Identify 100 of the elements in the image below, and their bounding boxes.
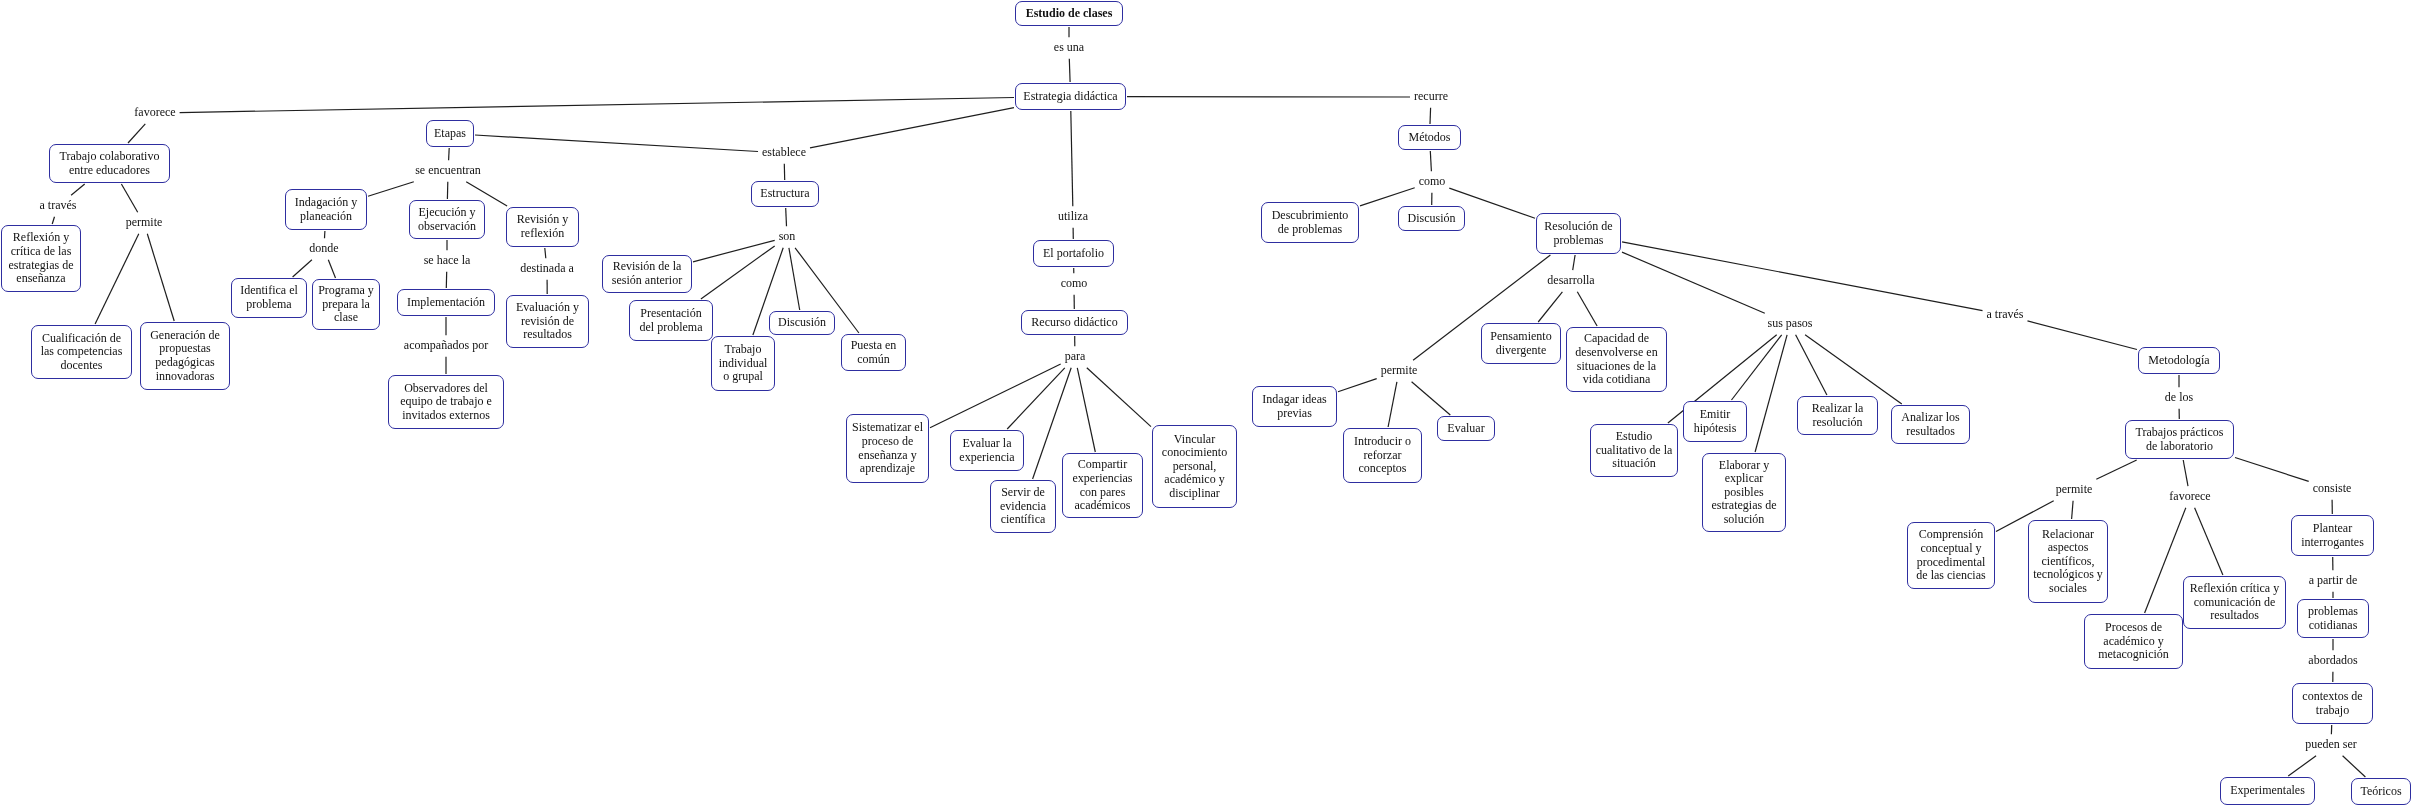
connector-line bbox=[544, 247, 547, 259]
connector-line bbox=[2144, 507, 2187, 614]
concept-box bbox=[2028, 520, 2108, 603]
connector-line bbox=[146, 233, 175, 322]
linking-phrase: se encuentran bbox=[415, 164, 481, 178]
connector-line bbox=[1667, 334, 1778, 424]
linking-phrase: favorece bbox=[2169, 490, 2211, 504]
connector-line bbox=[783, 163, 786, 181]
concept-box bbox=[2138, 347, 2220, 374]
concept-box bbox=[1481, 323, 1561, 364]
connector-line bbox=[1068, 58, 1071, 83]
connector-line bbox=[1754, 334, 1788, 453]
concept-box bbox=[2183, 576, 2286, 629]
connector-line bbox=[1086, 367, 1152, 428]
connector-line bbox=[809, 107, 1015, 149]
connector-line bbox=[2332, 671, 2334, 683]
concept-box bbox=[285, 189, 367, 230]
concept-box bbox=[1437, 416, 1495, 441]
concept-text: Trabajo colaborativo entre educadores bbox=[58, 149, 161, 178]
connector-line bbox=[292, 259, 313, 278]
connector-line bbox=[446, 181, 449, 200]
concept-box bbox=[1, 225, 81, 292]
connector-line bbox=[1076, 367, 1096, 453]
connector-line bbox=[2332, 638, 2334, 651]
concept-text: Reflexión crítica y comunicación de resultados bbox=[2188, 582, 2281, 623]
concept-text: Evaluar la experiencia bbox=[958, 436, 1016, 465]
concept-box bbox=[506, 295, 589, 348]
concept-text: Emitir hipótesis bbox=[1692, 407, 1738, 436]
connector-line bbox=[1572, 254, 1576, 271]
connector-line bbox=[692, 239, 776, 263]
linking-phrase: son bbox=[778, 230, 796, 244]
concept-text: Capacidad de desenvolverse en situaciones de la vida cotidiana bbox=[1574, 332, 1659, 387]
concept-text: Relacionar aspectos científicos, tecnológicos y sociales bbox=[2032, 527, 2104, 596]
connector-line bbox=[1730, 334, 1783, 401]
concept-text: Programa y prepara la clase bbox=[317, 284, 375, 325]
connector-line bbox=[1126, 96, 1411, 98]
connector-line bbox=[367, 181, 415, 197]
linking-phrase: acompañados por bbox=[403, 339, 489, 353]
concept-text: Pensamiento divergente bbox=[1489, 329, 1553, 358]
linking-phrase: donde bbox=[309, 242, 339, 256]
connector-line bbox=[445, 271, 448, 289]
concept-box bbox=[1566, 327, 1667, 392]
connector-line bbox=[1431, 192, 1433, 206]
concept-text: Compartir experiencias con pares académicos bbox=[1071, 458, 1134, 513]
concept-box bbox=[1891, 405, 1970, 444]
connector-line bbox=[127, 123, 146, 144]
connector-line bbox=[700, 245, 776, 300]
linking-phrase: favorece bbox=[134, 106, 176, 120]
connector-line bbox=[2178, 408, 2180, 420]
connector-line bbox=[179, 96, 1015, 114]
concept-text: Estrategia didáctica bbox=[1023, 89, 1118, 104]
connector-line bbox=[929, 363, 1062, 429]
concept-text: Estudio de clases bbox=[1025, 6, 1113, 21]
concept-box bbox=[2220, 777, 2315, 805]
connector-line bbox=[788, 247, 801, 311]
connector-line bbox=[1995, 500, 2055, 533]
linking-phrase: para bbox=[1064, 350, 1086, 364]
connector-line bbox=[120, 183, 139, 213]
linking-phrase: como bbox=[1418, 175, 1446, 189]
connector-line bbox=[794, 247, 860, 334]
concept-text: Presentación del problema bbox=[638, 306, 704, 335]
concept-text: Generación de propuestas pedagógicas innovadoras bbox=[149, 328, 221, 384]
connector-line bbox=[1804, 334, 1903, 405]
connector-line bbox=[94, 233, 140, 325]
concept-text: Implementación bbox=[407, 295, 485, 310]
concept-text: Estudio cualitativo de la situación bbox=[1594, 430, 1674, 471]
concept-box bbox=[1062, 453, 1143, 518]
connector-line bbox=[1621, 241, 1984, 312]
connector-line bbox=[1070, 110, 1074, 207]
concept-text: El portafolio bbox=[1043, 246, 1104, 261]
concept-box bbox=[1015, 1, 1123, 26]
concept-box bbox=[1152, 425, 1237, 508]
concept-box bbox=[2084, 614, 2183, 669]
concept-box bbox=[1252, 386, 1337, 427]
concept-text: Trabajo individual o grupal bbox=[717, 343, 769, 384]
linking-phrase: como bbox=[1060, 277, 1088, 291]
connector-line bbox=[2331, 499, 2333, 515]
concept-text: Evaluar bbox=[1447, 421, 1485, 436]
connector-line bbox=[51, 216, 56, 225]
concept-text: Plantear interrogantes bbox=[2300, 521, 2365, 550]
concept-text: Procesos de académico y metacognición bbox=[2097, 621, 2170, 662]
linking-phrase: desarrolla bbox=[1547, 274, 1595, 288]
concept-box bbox=[1907, 522, 1995, 589]
concept-box bbox=[409, 200, 485, 239]
concept-text: Estructura bbox=[760, 187, 810, 201]
concept-text: Puesta en común bbox=[849, 338, 898, 367]
concept-text: Descubrimiento de problemas bbox=[1270, 208, 1350, 237]
connector-line bbox=[445, 316, 447, 336]
concept-text: Identifica el problema bbox=[239, 284, 299, 312]
connector-line bbox=[2342, 755, 2366, 778]
concept-text: Elaborar y explicar posibles estrategias de solución bbox=[1710, 458, 1778, 527]
concept-box bbox=[1033, 240, 1114, 267]
concept-text: Vincular conocimiento personal, académico y disciplinar bbox=[1160, 432, 1229, 501]
connector-line bbox=[2071, 500, 2074, 520]
concept-box bbox=[629, 300, 713, 341]
concept-box bbox=[2351, 778, 2411, 805]
concept-text: Introducir o reforzar conceptos bbox=[1353, 435, 1412, 476]
concept-text: Teóricos bbox=[2360, 784, 2402, 799]
connector-line bbox=[1448, 187, 1536, 219]
concept-box bbox=[990, 480, 1056, 533]
